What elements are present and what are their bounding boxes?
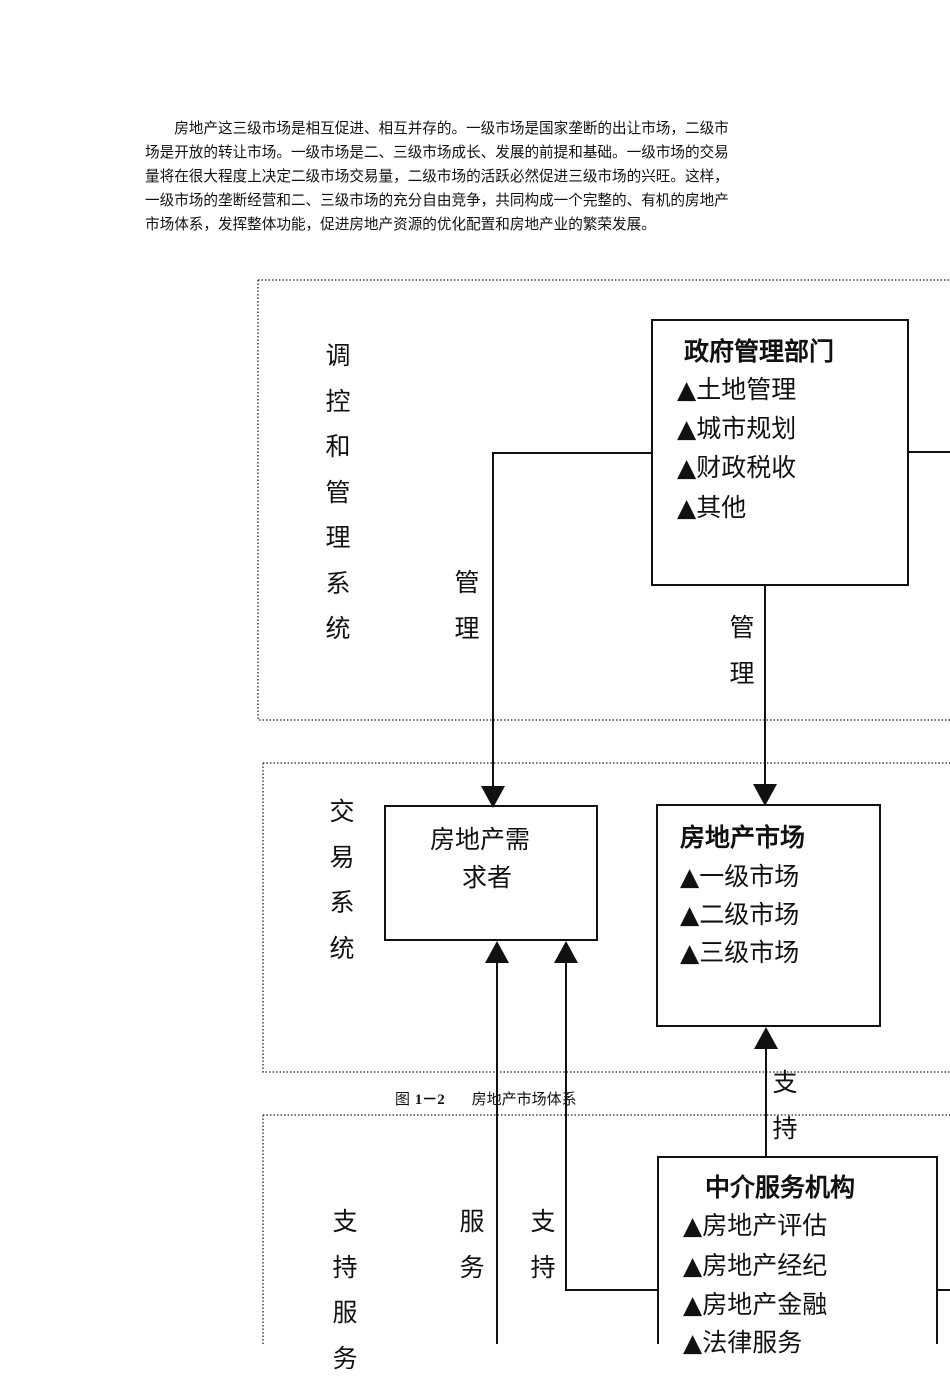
market-title: 房地产市场 bbox=[680, 823, 805, 853]
edge-label-support-left: 支持 bbox=[528, 1207, 558, 1298]
label-char: 易 bbox=[327, 843, 357, 889]
government-title: 政府管理部门 bbox=[684, 337, 834, 367]
label-char: 控 bbox=[323, 387, 353, 433]
edge-label-support-center: 支持 bbox=[770, 1068, 800, 1159]
label-char: 管 bbox=[727, 613, 757, 659]
label-char: 务 bbox=[457, 1253, 487, 1299]
caption-title: 房地产市场体系 bbox=[472, 1090, 577, 1108]
label-char: 理 bbox=[323, 523, 353, 569]
layer-label-control: 调控和管理系统 bbox=[323, 341, 353, 660]
label-char: 务 bbox=[330, 1344, 360, 1389]
label-char: 支 bbox=[770, 1068, 800, 1114]
caption-number: 1－2 bbox=[415, 1092, 445, 1108]
manage-left-line bbox=[493, 453, 652, 790]
label-char: 支 bbox=[330, 1207, 360, 1253]
edge-label-manage-left: 管理 bbox=[452, 568, 482, 659]
demander-line: 求者 bbox=[462, 863, 512, 893]
intermediary-title: 中介服务机构 bbox=[705, 1173, 855, 1203]
layer-box-support bbox=[263, 1115, 950, 1344]
layer-label-support: 支持服务 bbox=[330, 1207, 360, 1389]
figure-caption: 图 1－2 房地产市场体系 bbox=[395, 1088, 577, 1109]
label-char: 理 bbox=[727, 659, 757, 705]
market-item: ▲三级市场 bbox=[680, 938, 799, 968]
government-item: ▲其他 bbox=[677, 493, 746, 523]
arrow-down-market bbox=[753, 784, 777, 806]
intermediary-item: ▲房地产金融 bbox=[683, 1290, 827, 1320]
arrow-up-market bbox=[754, 1027, 778, 1049]
label-char: 调 bbox=[323, 341, 353, 387]
label-char: 和 bbox=[323, 432, 353, 478]
caption-prefix: 图 bbox=[395, 1090, 410, 1108]
label-char: 管 bbox=[452, 568, 482, 614]
intermediary-item: ▲法律服务 bbox=[683, 1328, 802, 1358]
label-char: 统 bbox=[327, 934, 357, 980]
market-item: ▲二级市场 bbox=[680, 900, 799, 930]
label-char: 服 bbox=[457, 1207, 487, 1253]
intermediary-item: ▲房地产评估 bbox=[683, 1211, 827, 1241]
label-char: 持 bbox=[330, 1253, 360, 1299]
government-item: ▲财政税收 bbox=[677, 453, 796, 483]
arrow-down-demander bbox=[481, 786, 505, 808]
label-char: 服 bbox=[330, 1298, 360, 1344]
government-item: ▲城市规划 bbox=[677, 414, 796, 444]
market-item: ▲一级市场 bbox=[680, 862, 799, 892]
label-char: 交 bbox=[327, 797, 357, 843]
support-left-line bbox=[566, 962, 658, 1290]
arrow-up-demander-support bbox=[554, 941, 578, 963]
diagram-lines bbox=[0, 0, 950, 1344]
demander-line: 房地产需 bbox=[430, 825, 530, 855]
label-char: 系 bbox=[323, 569, 353, 615]
label-char: 管 bbox=[323, 478, 353, 524]
edge-label-service: 服务 bbox=[457, 1207, 487, 1298]
intermediary-item: ▲房地产经纪 bbox=[683, 1251, 827, 1281]
label-char: 持 bbox=[528, 1253, 558, 1299]
label-char: 系 bbox=[327, 888, 357, 934]
label-char: 支 bbox=[528, 1207, 558, 1253]
government-item: ▲土地管理 bbox=[677, 375, 796, 405]
label-char: 持 bbox=[770, 1114, 800, 1160]
label-char: 理 bbox=[452, 614, 482, 660]
edge-label-manage-center: 管理 bbox=[727, 613, 757, 704]
label-char: 统 bbox=[323, 614, 353, 660]
arrow-up-demander-service bbox=[485, 941, 509, 963]
layer-label-trade: 交易系统 bbox=[327, 797, 357, 979]
layer-box-control bbox=[258, 280, 950, 720]
